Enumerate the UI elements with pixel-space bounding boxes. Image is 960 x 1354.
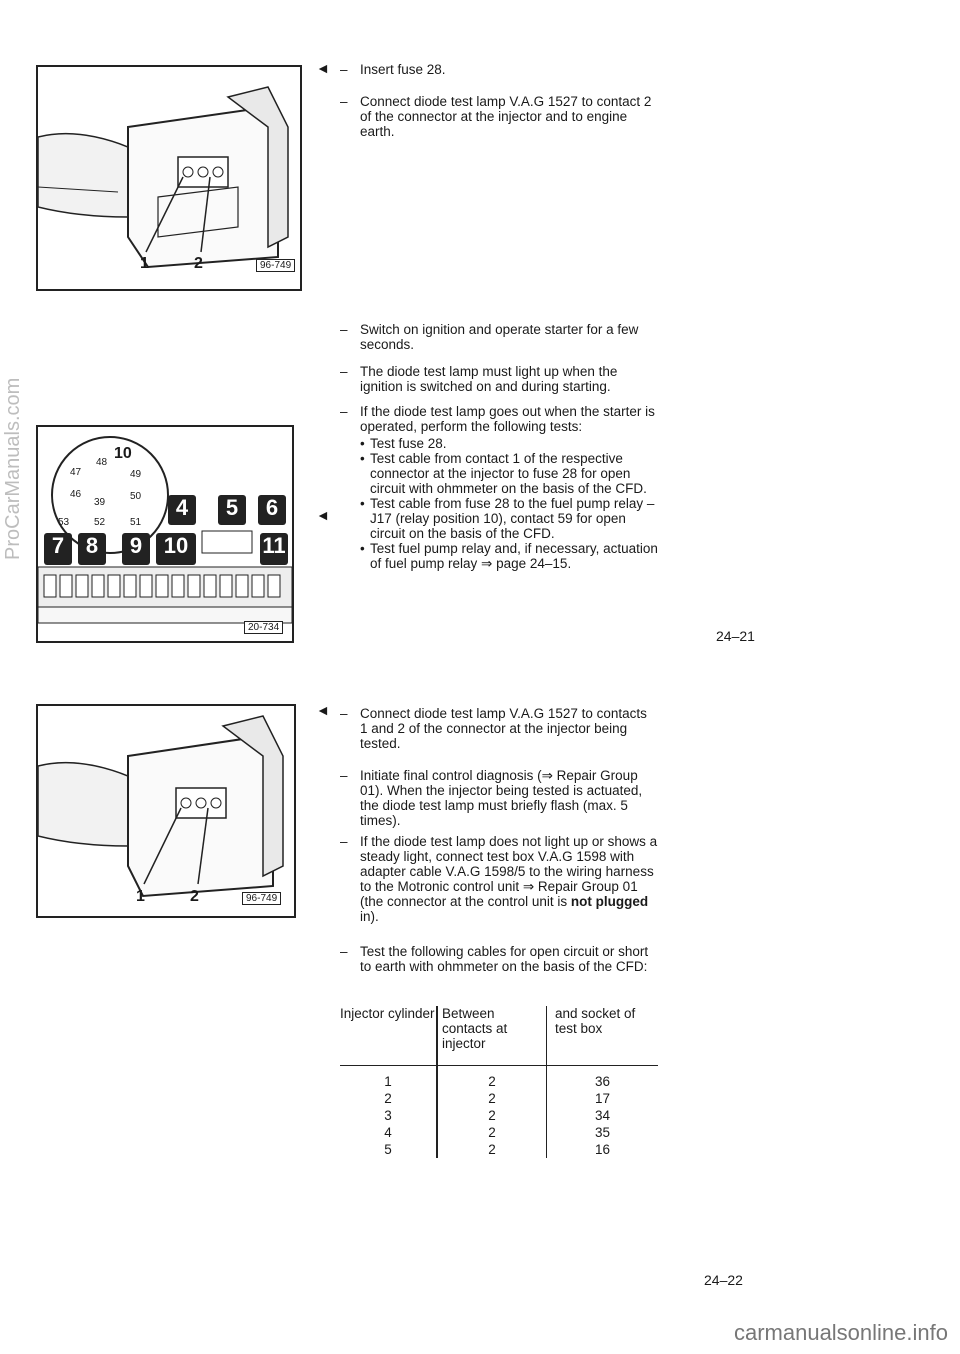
table-row: 2 2 17: [340, 1090, 658, 1107]
reference-arrow: ◄: [316, 60, 330, 76]
test-list: •Test fuse 28. •Test cable from contact …: [340, 436, 658, 571]
figure-label-1: 1: [140, 255, 149, 272]
relay-11: 11: [260, 533, 288, 565]
relay-panel-illustration: [38, 436, 292, 624]
figure-code: 20-734: [244, 621, 284, 634]
figure-label-1: 1: [136, 888, 145, 905]
figure-code: 96-749: [242, 892, 282, 905]
contact-46: 46: [70, 489, 82, 500]
contact-52: 52: [94, 517, 106, 528]
contact-39: 39: [94, 497, 106, 508]
figure-relay-panel: 47 48 10 49 46 39 50 53 52 51 4 5 6 7 8 …: [36, 425, 294, 643]
contact-51: 51: [130, 517, 142, 528]
reference-arrow: ◄: [316, 507, 330, 523]
figure-label-2: 2: [190, 888, 199, 905]
figure-label-2: 2: [194, 255, 203, 272]
contact-10: 10: [114, 445, 132, 462]
step-connect-lamp: –Connect diode test lamp V.A.G 1527 to c…: [340, 94, 652, 139]
list-item: •Test cable from contact 1 of the respec…: [360, 451, 647, 496]
relay-7: 7: [44, 533, 72, 565]
page-number-second: 24–22: [704, 1272, 743, 1288]
connector-illustration: [38, 715, 284, 898]
step-test-cables: –Test the following cables for open circ…: [340, 944, 649, 974]
table-row: 3 2 34: [340, 1107, 658, 1124]
relay-8: 8: [78, 533, 106, 565]
reference-arrow: ◄: [316, 702, 330, 718]
relay-4: 4: [168, 495, 196, 525]
table-row: 4 2 35: [340, 1124, 658, 1141]
column-header: Between contacts at injector: [436, 1006, 547, 1066]
step-final-control-diagnosis: –Initiate final control diagnosis (⇒ Rep…: [340, 768, 643, 828]
column-header: Injector cylinder: [340, 1006, 435, 1021]
table-row: 1 2 36: [340, 1065, 658, 1090]
figure-code: 96-749: [256, 259, 296, 272]
footer-watermark: carmanualsonline.info: [733, 1320, 948, 1345]
relay-5: 5: [218, 495, 246, 525]
contact-47: 47: [70, 467, 82, 478]
step-connect-test-box: –If the diode test lamp does not light u…: [340, 834, 658, 924]
injector-test-table: Injector cylinder Between contacts at in…: [340, 1006, 658, 1158]
connector-illustration: [38, 86, 289, 269]
step-switch-ignition: –Switch on ignition and operate starter …: [340, 322, 639, 352]
figure-injector-connector-2: 1 2 96-749: [36, 704, 296, 918]
list-item: •Test fuel pump relay and, if necessary,…: [360, 541, 658, 571]
relay-6: 6: [258, 495, 286, 525]
step-insert-fuse: –Insert fuse 28.: [340, 62, 446, 77]
relay-9: 9: [122, 533, 150, 565]
table-row: 5 2 16: [340, 1141, 658, 1158]
contact-53: 53: [58, 517, 70, 528]
column-header: and socket of test box: [546, 1006, 658, 1066]
step-connect-contacts: –Connect diode test lamp V.A.G 1527 to c…: [340, 706, 647, 751]
contact-49: 49: [130, 469, 142, 480]
relay-contact-diagram: 47 48 10 49 46 39 50 53 52 51: [58, 441, 168, 541]
relay-10: 10: [156, 533, 196, 565]
step-lamp-must-light: –The diode test lamp must light up when …: [340, 364, 618, 394]
figure-injector-connector-1: 1 2 96-749: [36, 65, 302, 291]
list-item: •Test fuse 28.: [360, 436, 447, 451]
list-item: •Test cable from fuse 28 to the fuel pum…: [360, 496, 655, 541]
step-lamp-goes-out: –If the diode test lamp goes out when th…: [340, 404, 655, 434]
page-number-first: 24–21: [716, 628, 755, 644]
contact-50: 50: [130, 491, 142, 502]
contact-48: 48: [96, 457, 108, 468]
side-watermark: ProCarManuals.com: [2, 377, 24, 560]
